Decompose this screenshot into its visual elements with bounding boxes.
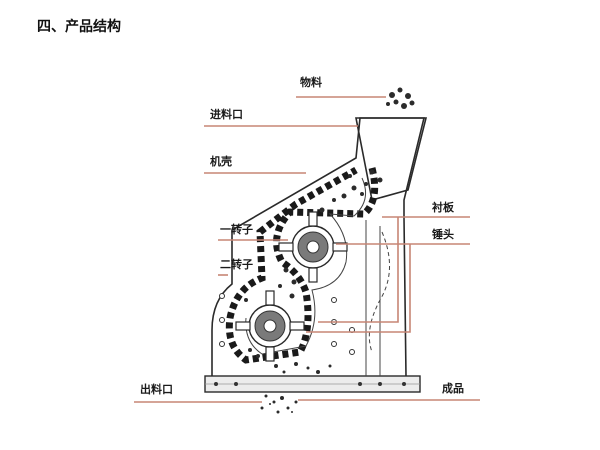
label-liner: 衬板 bbox=[432, 200, 455, 214]
material-pieces-discharge bbox=[260, 362, 332, 414]
right-dashed-curve bbox=[368, 231, 391, 353]
material-pieces-hopper bbox=[319, 169, 383, 213]
label-hammer: 锤头 bbox=[432, 227, 454, 241]
label-housing: 机壳 bbox=[210, 154, 232, 168]
liner-plate bbox=[225, 166, 379, 364]
label-inlet: 进料口 bbox=[210, 107, 243, 121]
label-product: 成品 bbox=[442, 381, 464, 395]
label-material: 物料 bbox=[300, 75, 322, 89]
first-rotor bbox=[278, 211, 348, 283]
label-rotor2: 二转子 bbox=[220, 257, 253, 271]
leader-hammer-bracket bbox=[306, 244, 411, 333]
second-rotor bbox=[235, 290, 305, 362]
label-outlet: 出料口 bbox=[140, 382, 173, 396]
material-pieces-top bbox=[386, 87, 415, 109]
section-heading: 四、产品结构 bbox=[37, 19, 121, 35]
leader-lines bbox=[134, 96, 480, 403]
inner-chamber-line bbox=[245, 177, 367, 355]
rotor2-hammers bbox=[235, 290, 305, 362]
machine-base bbox=[204, 375, 421, 393]
label-rotor1: 一转子 bbox=[220, 222, 253, 236]
leader-liner-bracket bbox=[318, 217, 399, 323]
rotor1-hammers bbox=[278, 211, 348, 283]
feed-hopper bbox=[355, 117, 428, 202]
material-pieces-middle bbox=[244, 267, 297, 358]
